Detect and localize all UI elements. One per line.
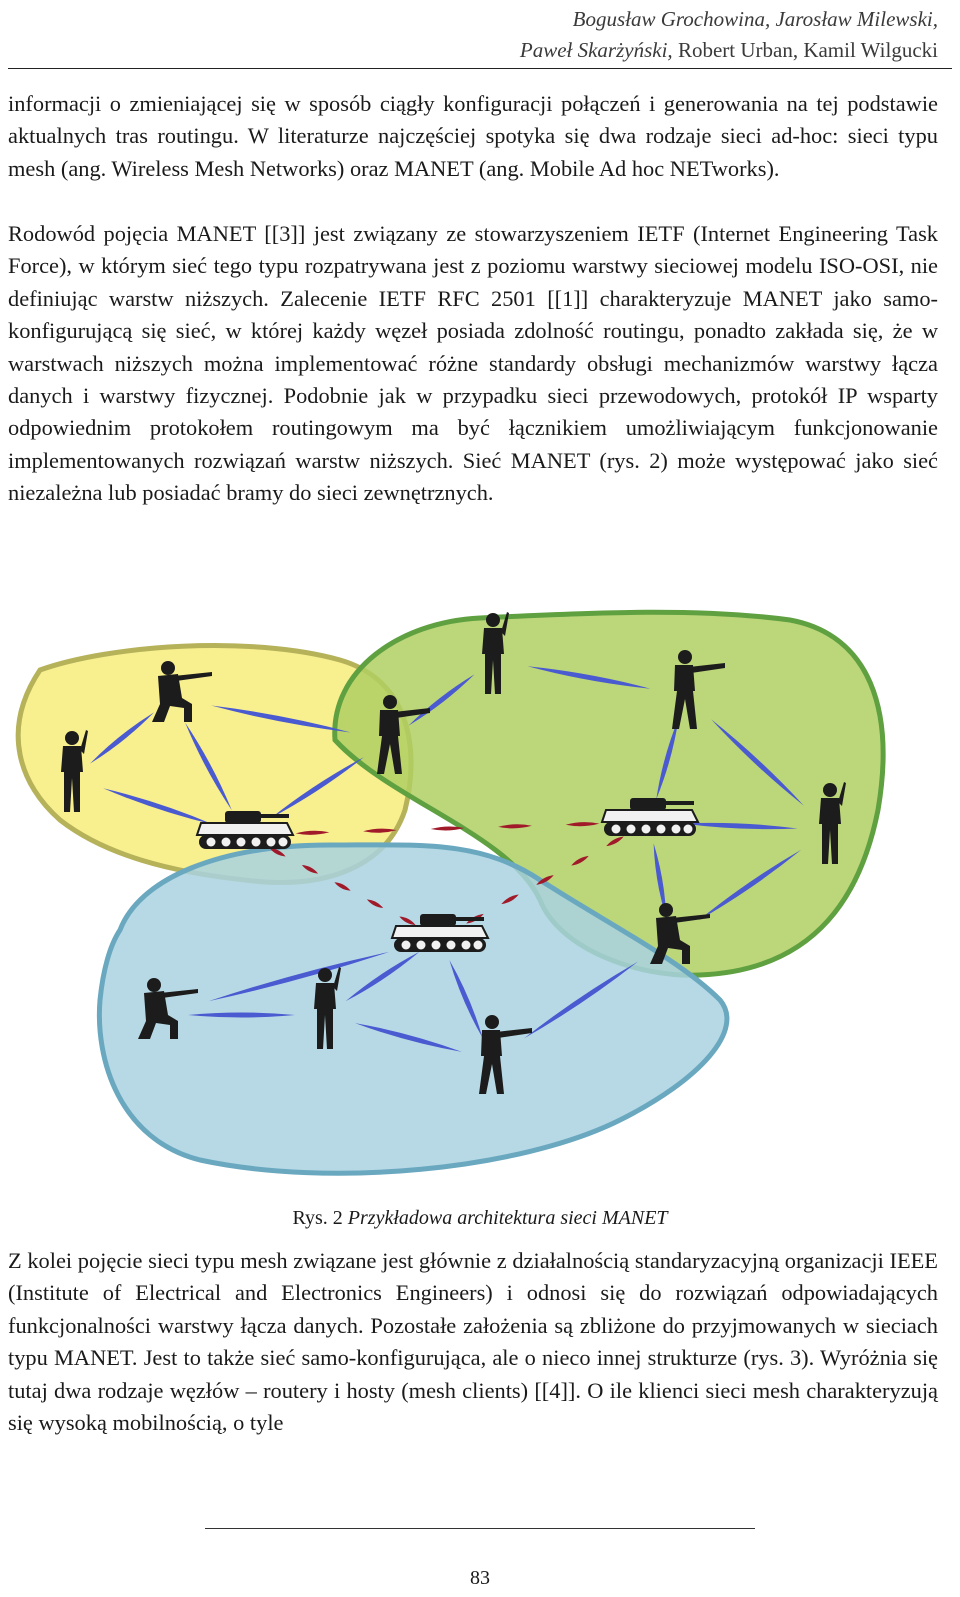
inter-cluster-link	[295, 830, 330, 835]
inter-cluster-link	[269, 847, 286, 857]
wireless-link	[208, 951, 390, 1002]
paragraph-3: Z kolei pojęcie sieci typu mesh związane…	[8, 1248, 938, 1436]
header-authors-italic: Paweł Skarżyński,	[519, 38, 673, 62]
manet-diagram	[15, 609, 886, 1176]
wireless-link	[682, 822, 798, 830]
inter-cluster-link	[606, 836, 624, 847]
header-rule	[8, 68, 952, 69]
inter-cluster-link	[366, 899, 384, 908]
wireless-link	[345, 951, 420, 1002]
wireless-links-red	[269, 822, 624, 926]
inter-cluster-link	[498, 824, 532, 829]
wireless-link	[211, 705, 351, 733]
caption-text: Przykładowa architektura sieci MANET	[342, 1207, 668, 1229]
inter-cluster-link	[536, 875, 554, 885]
wireless-link	[698, 849, 802, 921]
caption-label: Rys. 2	[292, 1207, 343, 1229]
page-header: Bogusław Grochowina, Jarosław Milewski, …	[520, 4, 938, 66]
wireless-link	[188, 1012, 295, 1018]
wireless-link	[355, 1023, 462, 1052]
wireless-link	[449, 959, 483, 1039]
inter-cluster-link	[301, 865, 319, 874]
wireless-link	[271, 757, 364, 818]
header-authors-plain: Robert Urban, Kamil Wilgucki	[672, 38, 938, 62]
wireless-link	[185, 722, 232, 811]
wireless-link	[524, 961, 638, 1039]
inter-cluster-link	[565, 822, 600, 827]
wireless-link	[103, 788, 214, 825]
inter-cluster-link	[571, 855, 589, 866]
wireless-link	[527, 666, 651, 689]
inter-cluster-link	[334, 882, 351, 891]
header-authors-line1: Bogusław Grochowina, Jarosław Milewski,	[572, 7, 938, 31]
inter-cluster-link	[363, 828, 397, 833]
wireless-link	[90, 712, 154, 764]
wireless-link	[711, 719, 804, 806]
inter-cluster-link	[501, 894, 519, 905]
page-number: 83	[470, 1567, 490, 1589]
header-authors-line2: Paweł Skarżyński, Robert Urban, Kamil Wi…	[520, 35, 938, 66]
wireless-link	[656, 717, 679, 800]
inter-cluster-link	[430, 826, 465, 831]
inter-cluster-link	[399, 916, 416, 926]
figure-caption: Rys. 2 Przykładowa architektura sieci MA…	[0, 1207, 960, 1230]
footer-rule	[205, 1528, 755, 1529]
paragraph-2: Rodowód pojęcia MANET [[3]] jest związan…	[8, 221, 938, 506]
cluster-blue	[96, 842, 730, 1176]
paragraph-1: informacji o zmieniającej się w sposób c…	[8, 91, 938, 181]
wireless-link	[653, 843, 667, 919]
